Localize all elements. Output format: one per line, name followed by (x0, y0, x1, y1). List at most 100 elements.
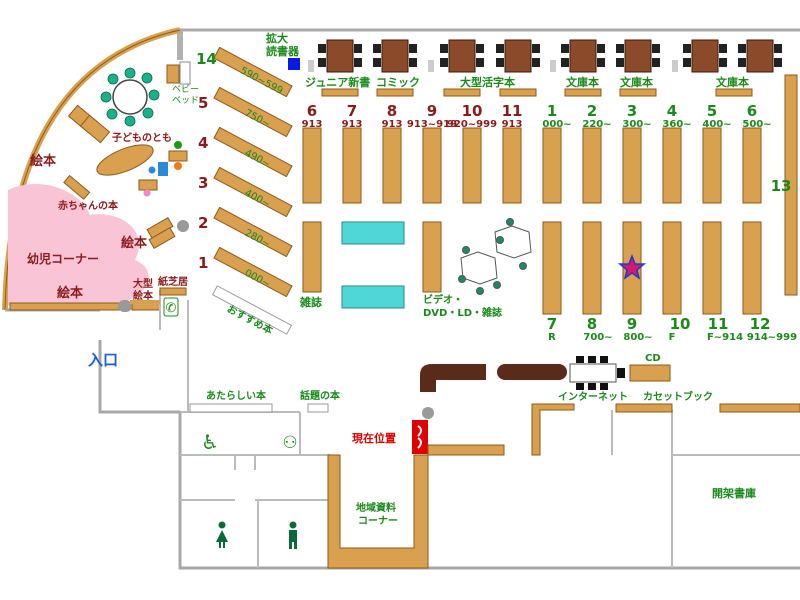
female-restroom-icon (216, 521, 228, 548)
green-shelf-4-code: 360~ (662, 119, 691, 130)
kids-table-label: 子どものとも (112, 131, 172, 144)
pillar-2 (422, 407, 434, 419)
star-icon (617, 253, 647, 280)
pillar (118, 300, 132, 312)
baby-bed-shelf (166, 64, 180, 84)
red-shelf-7-num: 7 (347, 102, 357, 120)
green-shelf-5-num: 5 (707, 102, 717, 120)
green-shelf-7-num: 7 (547, 315, 557, 333)
svg-text:⚇: ⚇ (282, 433, 297, 453)
water-features (341, 221, 405, 309)
kids-shelf-bottom (9, 302, 121, 311)
shelf-13-num: 13 (771, 177, 792, 195)
kids-table (96, 144, 154, 176)
upright-shelves (302, 74, 798, 315)
red-shelf-10-code: 920~999 (447, 119, 497, 130)
red-shelf-8-num: 8 (387, 102, 397, 120)
green-shelf-6-code: 500~ (742, 119, 771, 130)
baby-books-label: 赤ちゃんの本 (58, 199, 119, 212)
red-shelf-7-code: 913 (342, 119, 363, 130)
green-shelf-9-code: 800~ (623, 332, 652, 343)
service-counter (420, 364, 486, 392)
svg-text:✆: ✆ (166, 301, 177, 316)
green-shelf-3-num: 3 (627, 102, 637, 120)
kamishibai-shelf (159, 287, 187, 296)
red-shelf-11-num: 11 (502, 102, 523, 120)
red-shelf-8-code: 913 (382, 119, 403, 130)
internet-label: インターネット (558, 391, 628, 403)
magazines-label: 雑誌 (299, 295, 322, 309)
internet-shelf (531, 403, 575, 456)
kids-stools (138, 141, 189, 232)
closed-stacks-label: 開架書庫 (712, 486, 756, 500)
kids-shelf-bottom-2 (131, 302, 161, 311)
green-shelf-10-num: 10 (670, 315, 691, 333)
baby-bed-label-2: ベッド (172, 96, 199, 106)
red-shelf-9-num: 9 (427, 102, 437, 120)
large-picture-books-label-1: 大型 (133, 277, 153, 290)
red-shelf-6-code: 913 (302, 119, 323, 130)
green-shelf-6-num: 6 (747, 102, 757, 120)
magnifier-reader-icon (288, 58, 300, 70)
local-materials-label-1: 地域資料 (356, 501, 396, 514)
video-display-racks (458, 218, 532, 295)
local-materials-label-2: コーナー (358, 515, 398, 527)
red-shelf-10-num: 10 (462, 102, 483, 120)
shelf-5-num: 5 (198, 94, 208, 112)
shelf-1-num: 1 (198, 254, 208, 272)
junior-new-books-label: ジュニア新書 (305, 75, 370, 89)
bunko-label-3: 文庫本 (716, 75, 749, 89)
telephone-icon: ✆ (163, 297, 179, 317)
service-counter-2 (497, 364, 567, 380)
video-label-2: DVD・LD・雑誌 (423, 306, 502, 319)
picture-books-label-3: 絵本 (57, 285, 83, 301)
cassette-shelf (615, 403, 673, 413)
shelf-4-num: 4 (198, 134, 208, 152)
red-shelf-11-code: 913 (502, 119, 523, 130)
children-pink-area (8, 184, 149, 305)
round-table (100, 67, 160, 127)
baby-bed-label-1: ベビー (172, 84, 199, 95)
green-shelf-1-code: 000~ (542, 119, 571, 130)
bunko-label-1: 文庫本 (566, 75, 599, 89)
toddler-corner-label: 幼児コーナー (27, 251, 99, 266)
large-print-label: 大型活字本 (460, 75, 515, 89)
diagonal-shelves: 590~599 750~ 490~ 400~ 280~ 000~ おすすめ本 1… (196, 46, 293, 337)
picture-books-label-1: 絵本 (30, 153, 56, 169)
lower-walls (180, 410, 800, 568)
reading-tables (308, 39, 782, 73)
topic-books-label: 話題の本 (300, 389, 341, 402)
stack-shelf (719, 403, 800, 413)
baby-care-icon: ⚇ (282, 433, 297, 453)
large-picture-book-shelf (130, 300, 160, 304)
magnifier-label-1: 拡大 (266, 31, 288, 45)
picture-books-label-2: 絵本 (121, 235, 147, 251)
baby-bed (179, 61, 191, 85)
green-shelf-5-code: 400~ (702, 119, 731, 130)
bunko-label-2: 文庫本 (620, 75, 653, 89)
green-shelf-4-num: 4 (667, 102, 677, 120)
video-label-1: ビデオ・ (423, 293, 463, 306)
wheelchair-restroom-icon: ♿ (201, 430, 219, 454)
counter-shelf (427, 444, 505, 456)
topic-books-shelf (307, 403, 329, 413)
current-location-label: 現在位置 (352, 431, 396, 445)
green-shelf-11-num: 11 (708, 315, 729, 333)
magnifier-label-2: 読書器 (266, 44, 300, 58)
new-books-shelf (189, 403, 273, 413)
green-shelf-3-code: 300~ (622, 119, 651, 130)
entrance-label: 入口 (88, 351, 118, 369)
red-shelf-6-num: 6 (307, 102, 317, 120)
large-picture-books-label-2: 絵本 (133, 289, 154, 302)
green-shelf-8-num: 8 (587, 315, 597, 333)
kamishibai-label: 紙芝居 (158, 275, 188, 288)
green-shelf-11-code: F~914 (707, 332, 743, 343)
male-restroom-icon (289, 521, 297, 549)
svg-text:♿: ♿ (201, 430, 219, 454)
cd-label: CD (645, 353, 661, 364)
cd-shelf (629, 364, 671, 382)
green-shelf-12-num: 12 (750, 315, 771, 333)
green-shelf-2-code: 220~ (582, 119, 611, 130)
cassette-books-label: カセットブック (643, 390, 713, 403)
